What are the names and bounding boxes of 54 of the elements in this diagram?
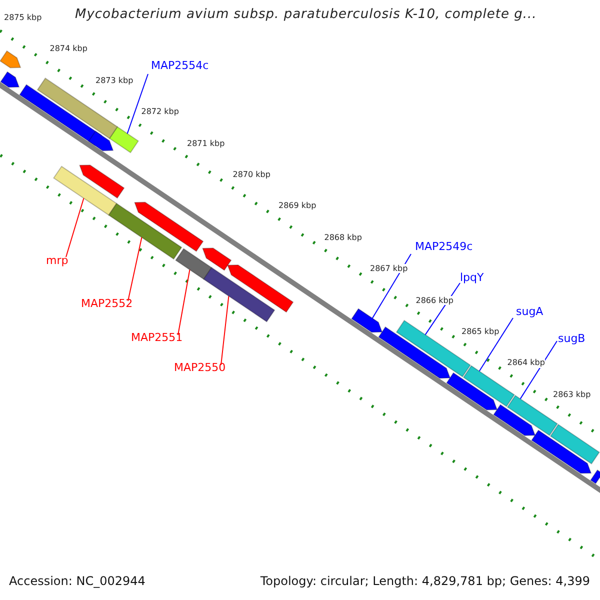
gene-bar — [88, 130, 114, 152]
leader-line — [520, 340, 558, 400]
gene-label: MAP2549c — [415, 241, 473, 254]
genome-summary: Topology: circular; Length: 4,829,781 bp; Genes: 4,399 — [260, 575, 590, 589]
leader-line — [128, 236, 142, 302]
gene-bar — [134, 202, 204, 252]
scale-label: 2868 kbp — [324, 232, 362, 242]
gene-bar — [108, 202, 182, 260]
gene-label: MAP2550 — [174, 362, 226, 375]
accession-label: Accession: NC_002944 — [9, 575, 146, 589]
leader-line — [126, 74, 148, 134]
gene-bar — [531, 430, 592, 474]
gene-label: MAP2551 — [131, 332, 183, 345]
gene-bar — [378, 326, 451, 379]
scale-label: 2873 kbp — [96, 76, 134, 85]
scale-label: 2869 kbp — [278, 201, 316, 211]
scale-label: 2866 kbp — [416, 296, 454, 305]
gene-bar — [202, 248, 232, 271]
leader-line — [478, 318, 514, 372]
gene-label: MAP2554c — [151, 60, 209, 73]
gene-bar — [0, 50, 22, 68]
leader-line — [220, 296, 230, 366]
scale-label: 2865 kbp — [462, 327, 500, 336]
gene-bar — [226, 264, 294, 313]
gene-bar — [446, 372, 498, 410]
gene-bar — [108, 126, 139, 154]
gene-bar — [590, 469, 600, 484]
gene-label: sugB — [558, 333, 586, 346]
gene-bar — [175, 248, 212, 280]
gene-bar — [351, 308, 383, 333]
gene-label: mrp — [46, 255, 68, 268]
gene-bar — [493, 404, 536, 436]
scale-label: 2871 kbp — [187, 138, 225, 148]
gene-label: MAP2552 — [81, 298, 133, 311]
scale-label: 2863 kbp — [553, 390, 591, 399]
leader-line — [372, 254, 412, 319]
gene-bar — [36, 78, 118, 140]
gene-bar — [0, 71, 20, 88]
leader-line — [66, 198, 84, 258]
scale-label: 2870 kbp — [232, 170, 270, 180]
map-title: Mycobacterium avium subsp. paratuberculosis K-10, complete g... — [75, 8, 537, 23]
gene-bar — [78, 164, 125, 199]
gene-bar — [53, 166, 118, 216]
scale-label: 2867 kbp — [370, 264, 408, 274]
gene-label: sugA — [516, 306, 544, 319]
gene-bar — [462, 365, 515, 408]
gene-label: lpqY — [460, 272, 484, 285]
leader-line — [178, 269, 190, 336]
gene-bar — [203, 266, 276, 322]
scale-label: 2875 kbp — [4, 13, 42, 22]
scale-label: 2874 kbp — [50, 44, 88, 54]
scale-label: 2864 kbp — [507, 358, 545, 368]
gene-bar — [550, 424, 600, 464]
scale-label: 2872 kbp — [141, 107, 179, 116]
